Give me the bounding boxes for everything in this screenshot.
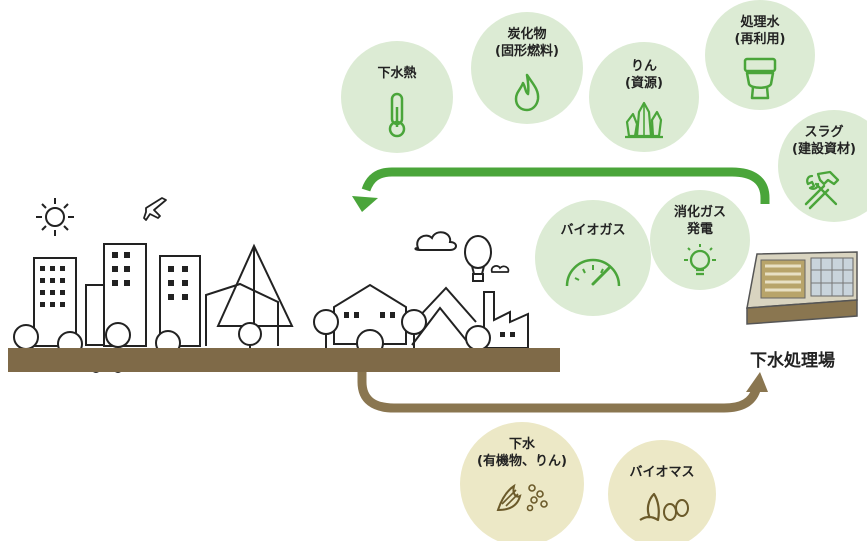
- bubble-label: 処理水 (再利用): [734, 15, 786, 47]
- hammer-wrench-icon: [804, 170, 840, 210]
- flame-icon: [514, 73, 540, 112]
- bubble-label: りん (資源): [625, 59, 663, 91]
- bubble-gas-power: 消化ガス 発電: [650, 190, 750, 290]
- bubble-sewage-input: 下水 (有機物、りん): [460, 422, 584, 541]
- bubble-label: 下水熱: [377, 66, 417, 81]
- bubble-label: 炭化物 (固形燃料): [495, 27, 559, 59]
- bubble-label: 消化ガス 発電: [673, 205, 726, 237]
- gauge-icon: [565, 258, 621, 287]
- bubble-sewage-heat: 下水熱: [341, 41, 453, 153]
- city-scene: [8, 197, 560, 373]
- bubble-biogas: バイオガス: [535, 200, 651, 316]
- cloud-icon: [490, 265, 510, 273]
- lightbulb-icon: [684, 244, 716, 276]
- bubble-slag: スラグ (建設資材): [778, 110, 867, 222]
- waste-icon: [496, 483, 548, 512]
- balloon-icon: [464, 235, 492, 282]
- bubble-char: 炭化物 (固形燃料): [471, 12, 583, 124]
- bubble-phosphorus: りん (資源): [589, 42, 699, 152]
- bubble-label: スラグ (建設資材): [792, 125, 856, 157]
- bubble-label: バイオガス: [560, 223, 626, 238]
- crystal-icon: [625, 101, 663, 139]
- bubble-biomass: バイオマス: [608, 440, 716, 541]
- thermometer-icon: [388, 92, 406, 138]
- sewage-flow-arrow: [357, 370, 768, 413]
- sun-icon: [36, 198, 74, 236]
- resource-return-arrow: [352, 167, 770, 212]
- bubble-label: 下水 (有機物、りん): [477, 437, 567, 469]
- plant-label: 下水処理場: [750, 351, 835, 371]
- bubble-label: バイオマス: [629, 465, 695, 480]
- cloud-icon: [414, 231, 457, 251]
- treatment-plant-icon: [746, 251, 858, 325]
- toilet-icon: [743, 57, 777, 100]
- ground: [8, 348, 560, 372]
- bubble-treated-water: 処理水 (再利用): [705, 0, 815, 110]
- leaf-bean-icon: [639, 492, 689, 522]
- airplane-icon: [143, 197, 167, 221]
